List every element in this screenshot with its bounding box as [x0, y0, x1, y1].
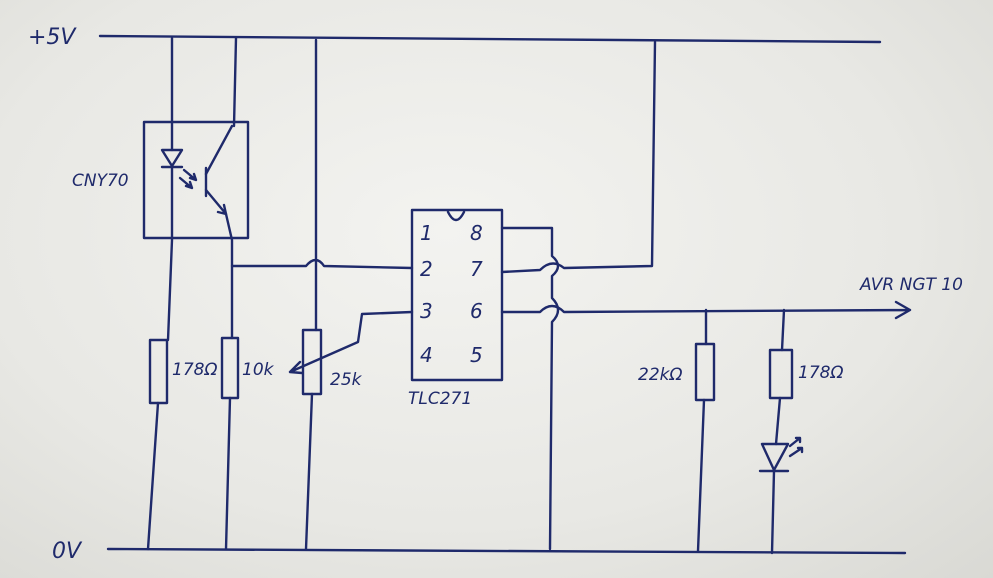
wire-pullup-gnd	[224, 396, 232, 551]
wire-sensor-branch	[224, 36, 238, 340]
ic-pin-2: 2	[420, 257, 433, 281]
wire-pin7-vcc	[500, 40, 657, 274]
vcc-rail	[98, 34, 882, 44]
resistor-pullup	[220, 336, 240, 400]
vcc-label: +5V	[28, 25, 77, 50]
resistor-pullup-label: 10k	[242, 360, 275, 380]
pot-wiper	[288, 310, 414, 375]
wire-sensor-to-pin2	[230, 258, 414, 270]
wire-led-branch	[166, 36, 174, 342]
gnd-rail	[106, 547, 907, 555]
potentiometer-label: 25k	[330, 370, 363, 390]
ic-pin-6: 6	[470, 299, 483, 323]
resistor-led-label: 178Ω	[172, 360, 217, 380]
wire-led-gnd	[146, 401, 160, 551]
wire-indicator-mid	[774, 396, 782, 446]
wire-pin8-pin5-gnd	[500, 226, 560, 551]
ic-pin-8: 8	[470, 221, 483, 245]
resistor-indicator-label: 178Ω	[798, 363, 843, 383]
resistor-load	[694, 342, 716, 402]
ic-notch	[446, 210, 466, 222]
ic-label: TLC271	[408, 389, 472, 409]
ir-led-symbol	[160, 148, 198, 190]
ic-pin-1: 1	[420, 221, 433, 245]
indicator-led-symbol	[758, 436, 804, 473]
cny70-package	[142, 120, 250, 240]
cny70-sensor	[142, 120, 250, 240]
ic-body	[410, 208, 504, 382]
wire-indicator-gnd	[770, 469, 776, 555]
ic-pin-7: 7	[470, 257, 483, 281]
cny70-label: CNY70	[72, 171, 129, 191]
ic-pin-4: 4	[420, 343, 433, 367]
wire-pot-gnd	[304, 392, 314, 551]
wire-output	[500, 300, 912, 320]
resistor-led	[148, 338, 169, 405]
resistor-load-label: 22kΩ	[638, 365, 682, 385]
wire-indicator-top	[780, 308, 786, 352]
wire-load-gnd	[696, 398, 706, 553]
ic-tlc271: 1 2 3 4 5 6 7 8	[410, 208, 504, 382]
ic-pin-3: 3	[420, 299, 433, 323]
gnd-label: 0V	[52, 539, 83, 564]
resistor-indicator	[768, 348, 794, 400]
output-label: AVR NGT 10	[859, 275, 963, 295]
ic-pin-5: 5	[470, 343, 483, 367]
phototransistor-symbol	[204, 124, 234, 216]
